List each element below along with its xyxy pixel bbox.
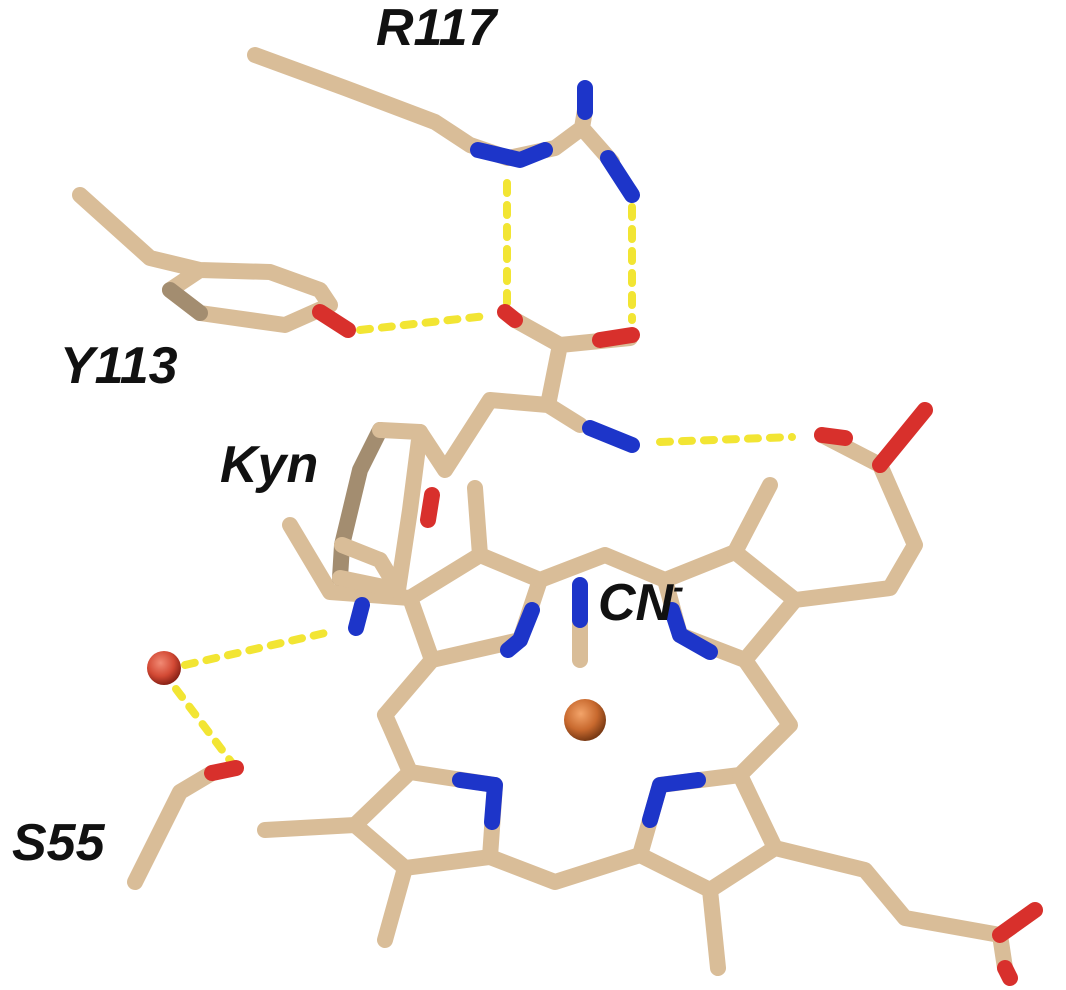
- s55-hydroxyl-oxygen: [204, 760, 244, 781]
- y113-hydroxyl-oxygen: [312, 304, 356, 338]
- r117-nitrogen-nh2: [600, 150, 640, 203]
- heme-pyrrole-c-ring: [347, 764, 503, 876]
- residue-r117: [247, 47, 640, 203]
- label-s55: S55: [12, 814, 106, 872]
- kyn-carboxylate-o1: [497, 304, 523, 328]
- water-molecule: [147, 651, 181, 685]
- heme-pyrrole-b-ring: [657, 544, 803, 668]
- heme-nitrogen-d: [642, 772, 706, 828]
- y113-ring-carbon: [72, 187, 338, 333]
- kyn-amino-nitrogen: [582, 420, 640, 453]
- heme-heteroatoms: [452, 402, 1043, 986]
- label-cyanide: CN-: [598, 569, 684, 632]
- hbond-kyn-heme-propionate: [656, 433, 796, 446]
- label-cyanide-charge: -: [673, 569, 684, 605]
- ligand-kyn: [332, 304, 640, 636]
- r117-nitrogen-ne: [470, 142, 553, 168]
- hbond-water-kyn: [181, 629, 329, 669]
- label-r117: R117: [376, 0, 499, 57]
- heme-pyrrole-d-ring: [632, 767, 783, 898]
- kyn-aromatic-ring: [332, 422, 428, 598]
- iron-atom: [564, 699, 606, 741]
- heme-substituents: [257, 427, 1043, 976]
- kyn-carbonyl-oxygen: [420, 487, 440, 528]
- r117-side-chain-carbon: [247, 47, 593, 166]
- hbond-y113-kyn: [356, 312, 490, 334]
- heme-propionate-oxygen-2: [992, 902, 1043, 986]
- hydrogen-bonds: [172, 179, 796, 767]
- y113-ring-shade: [162, 282, 208, 321]
- heme-meso-bridges: [377, 547, 798, 890]
- label-cyanide-text: CN: [598, 574, 675, 632]
- kyn-aromatic-ring-shade: [332, 422, 388, 586]
- hbond-water-s55: [172, 685, 236, 767]
- heme-nitrogen-c: [452, 772, 503, 830]
- label-y113: Y113: [60, 337, 178, 395]
- kyn-carboxylate-o2: [592, 327, 640, 348]
- heme-nitrogen-a: [500, 602, 540, 658]
- heme-nitrogen-b: [664, 602, 718, 660]
- residue-y113: [72, 187, 356, 338]
- label-kyn: Kyn: [220, 436, 318, 494]
- heme-propionate-oxygen-1: [814, 402, 933, 473]
- heme-pyrrole-a-ring: [402, 547, 548, 668]
- heme-porphyrin: [257, 427, 1043, 976]
- kyn-aniline-nitrogen: [348, 597, 370, 636]
- residue-s55: [127, 760, 244, 890]
- s55-side-chain-carbon: [127, 765, 220, 890]
